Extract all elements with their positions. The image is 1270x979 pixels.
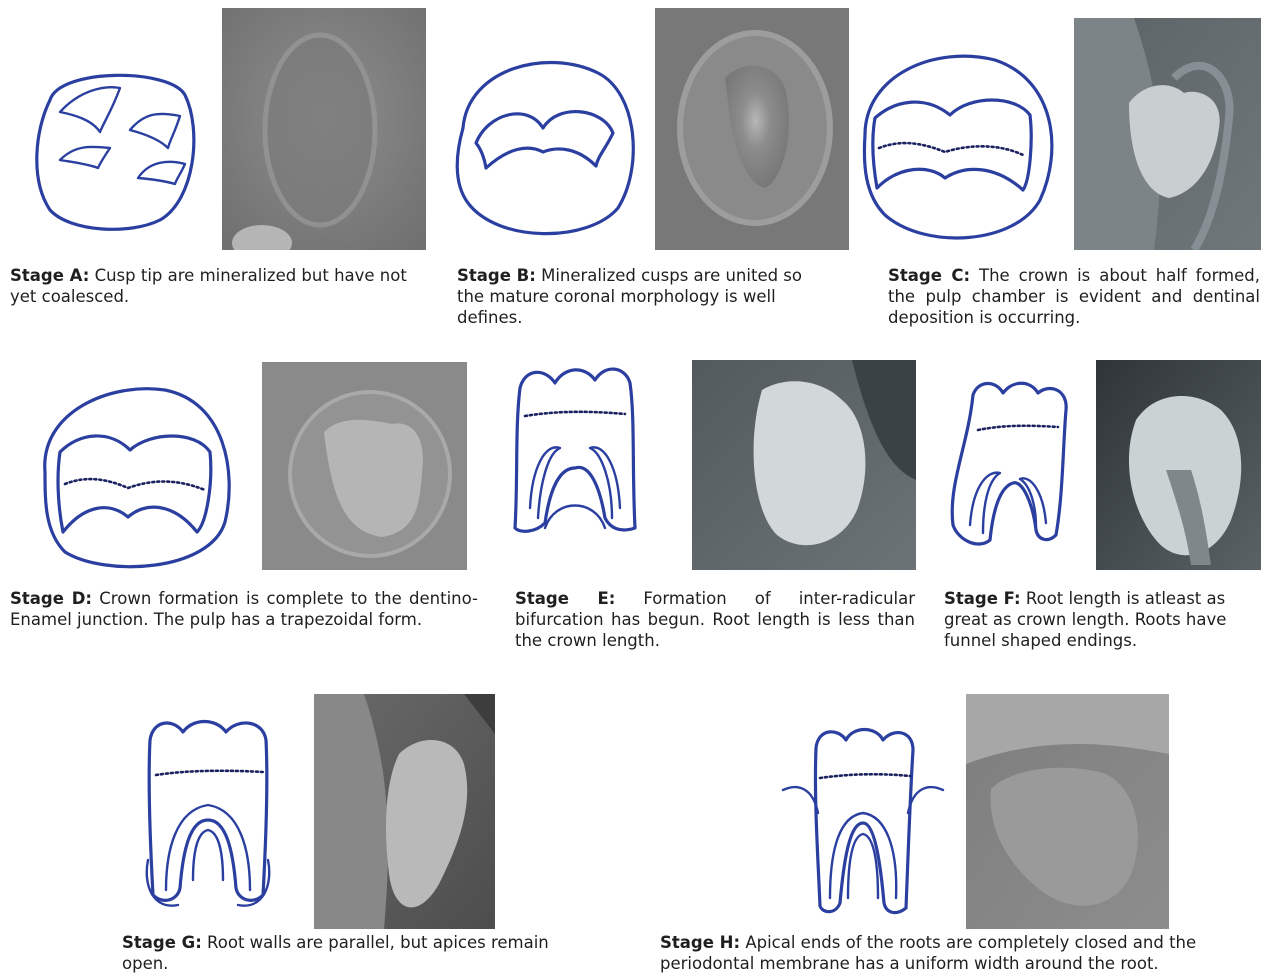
stage-d-radiograph bbox=[262, 362, 467, 570]
stage-b-label: Stage B: bbox=[457, 266, 536, 285]
stage-d-caption: Stage D: Crown formation is complete to … bbox=[10, 588, 478, 630]
stage-f-radiograph bbox=[1096, 360, 1261, 570]
stage-f-caption: Stage F: Root length is atleast as great… bbox=[944, 588, 1266, 651]
stage-e-label: Stage E: bbox=[515, 589, 615, 608]
stage-g-drawing bbox=[138, 710, 278, 915]
stage-c-label: Stage C: bbox=[888, 266, 970, 285]
stage-b-radiograph bbox=[655, 8, 849, 250]
stage-e-radiograph bbox=[692, 360, 916, 570]
stage-c-drawing bbox=[845, 40, 1067, 250]
stage-g-label: Stage G: bbox=[122, 933, 202, 952]
stage-e-caption: Stage E: Formation of inter-radicular bi… bbox=[515, 588, 915, 651]
stage-a-radiograph bbox=[222, 8, 426, 250]
stage-c-caption: Stage C: The crown is about half formed,… bbox=[888, 265, 1260, 328]
stage-b-drawing bbox=[438, 48, 643, 243]
stage-a-caption: Stage A: Cusp tip are mineralized but ha… bbox=[10, 265, 430, 307]
stage-b-caption: Stage B: Mineralized cusps are united so… bbox=[457, 265, 817, 328]
stage-a-drawing bbox=[20, 60, 210, 235]
stage-f-drawing bbox=[938, 375, 1086, 565]
stage-d-drawing bbox=[25, 372, 240, 577]
stage-g-caption: Stage G: Root walls are parallel, but ap… bbox=[122, 932, 552, 974]
stage-d-label: Stage D: bbox=[10, 589, 92, 608]
stage-h-drawing bbox=[778, 718, 948, 918]
stage-h-label: Stage H: bbox=[660, 933, 740, 952]
stage-h-caption: Stage H: Apical ends of the roots are co… bbox=[660, 932, 1265, 974]
stage-h-text: Apical ends of the roots are completely … bbox=[660, 933, 1196, 973]
stage-a-label: Stage A: bbox=[10, 266, 89, 285]
stage-g-radiograph bbox=[314, 694, 495, 929]
stage-e-drawing bbox=[500, 358, 650, 558]
stage-f-label: Stage F: bbox=[944, 589, 1021, 608]
stage-c-radiograph bbox=[1074, 18, 1261, 250]
stage-h-radiograph bbox=[966, 694, 1169, 929]
